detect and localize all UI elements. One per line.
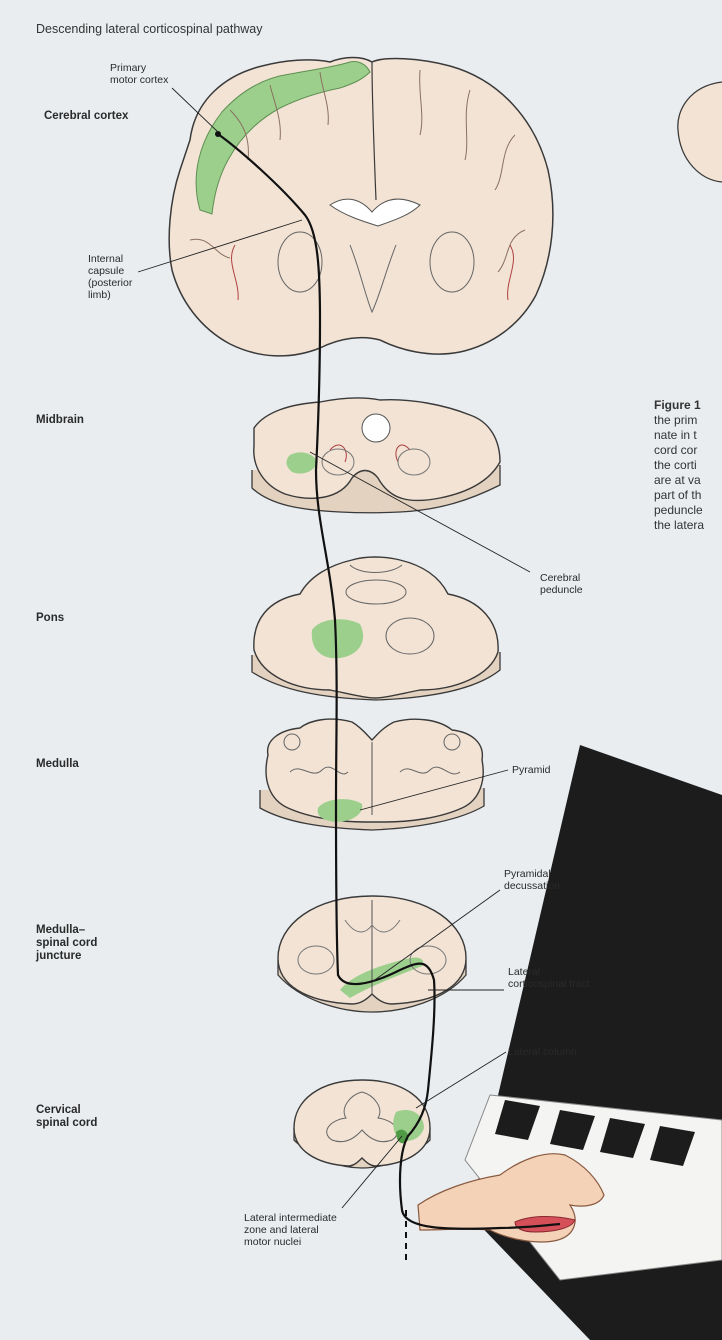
cropped-brain-outline [678, 82, 722, 182]
caption-figure-label: Figure 1 [654, 398, 701, 412]
cerebrum-section [169, 58, 553, 356]
level-pons: Pons [36, 612, 64, 625]
piano-and-hand [418, 745, 722, 1340]
caption-line: cord cor [654, 443, 697, 457]
label-pyramid: Pyramid [512, 764, 551, 776]
label-primary-motor-cortex: Primary motor cortex [110, 62, 168, 86]
caption-line: are at va [654, 473, 701, 487]
caption-line: nate in t [654, 428, 697, 442]
label-cerebral-peduncle: Cerebral peduncle [540, 572, 583, 596]
level-midbrain: Midbrain [36, 414, 84, 427]
label-internal-capsule: Internal capsule (posterior limb) [88, 253, 132, 301]
caption-line: peduncle [654, 503, 703, 517]
label-lateral-column: Lateral column [508, 1046, 577, 1058]
label-pyramidal-decussation: Pyramidal decussation [504, 868, 560, 892]
caption-line: part of th [654, 488, 701, 502]
label-lateral-intermediate-zone: Lateral intermediate zone and lateral mo… [244, 1212, 337, 1248]
pons-section [252, 557, 500, 700]
level-cervical-spinal-cord: Cervical spinal cord [36, 1104, 97, 1130]
midbrain-section [252, 398, 500, 513]
pons-outline [254, 557, 498, 698]
medulla-section [260, 719, 484, 830]
cervical-section [294, 1080, 430, 1168]
level-medulla-spinal-juncture: Medulla– spinal cord juncture [36, 924, 97, 963]
level-medulla: Medulla [36, 758, 79, 771]
caption-line: the latera [654, 518, 704, 532]
caption-line: the corti [654, 458, 697, 472]
caption-line: the prim [654, 413, 697, 427]
diagram-title: Descending lateral corticospinal pathway [36, 22, 263, 36]
juncture-section [278, 896, 466, 1012]
level-cerebral-cortex: Cerebral cortex [44, 110, 128, 123]
label-lateral-corticospinal-tract: Lateral corticospinal tract [508, 966, 590, 990]
